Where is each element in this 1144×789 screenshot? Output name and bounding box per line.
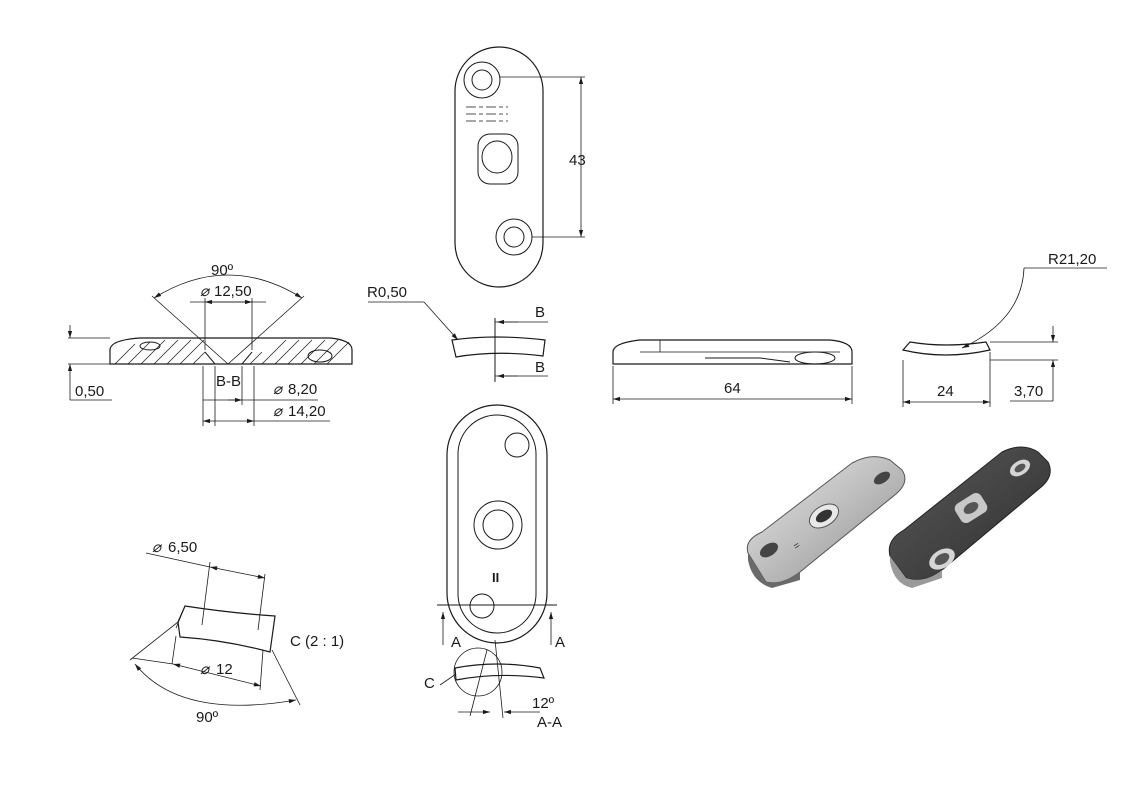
dia-symbol-1: ⌀: [200, 283, 211, 300]
detail-callout-c: C: [424, 675, 435, 692]
dim-bottom-angle: 12º: [532, 695, 555, 712]
engrave-mark: II: [492, 570, 499, 585]
detail-label: C (2 : 1): [290, 633, 344, 650]
dim-side-radius: R21,20: [1048, 251, 1096, 268]
section-bb-view: 90º ⌀ 12,50 0,50 B-B ⌀ 8,20 ⌀ 14,20: [67, 262, 353, 426]
dim-section-dia-small: 8,20: [288, 381, 317, 398]
section-label-aa: A-A: [537, 714, 562, 731]
cut-label-b1: B: [535, 304, 545, 321]
isometric-render-light: =: [746, 456, 906, 588]
dim-section-thickness: 0,50: [75, 383, 104, 400]
dim-detail-dia-bottom: 12: [216, 661, 233, 678]
isometric-render-dark: [888, 446, 1051, 588]
cut-label-a1: A: [451, 634, 461, 651]
dim-edge-radius: R0,50: [367, 284, 407, 301]
cut-label-a2: A: [555, 634, 565, 651]
svg-text:=: =: [792, 540, 803, 553]
section-hatching: [114, 339, 350, 365]
dim-section-angle: 90º: [211, 262, 234, 279]
section-label-bb: B-B: [216, 373, 241, 390]
side-view: R21,20 24 3,70: [901, 251, 1107, 407]
dim-side-width: 24: [937, 383, 954, 400]
front-view: 64: [612, 339, 853, 404]
dia-symbol-3: ⌀: [273, 403, 284, 420]
dim-side-height: 3,70: [1014, 383, 1043, 400]
dia-symbol-5: ⌀: [200, 661, 211, 678]
cut-label-b2: B: [535, 359, 545, 376]
dia-symbol-2: ⌀: [273, 381, 284, 398]
dim-top-height: 43: [569, 152, 586, 169]
edge-section-view: R0,50 B B: [367, 284, 548, 382]
dim-detail-dia-top: 6,50: [168, 539, 197, 556]
dim-front-length: 64: [724, 380, 741, 397]
dim-section-dia-large: 14,20: [288, 403, 326, 420]
top-view: 43: [454, 46, 586, 288]
bottom-view: II A A C 12º A-A: [424, 404, 565, 731]
detail-c-view: ⌀ 6,50 C (2 : 1) ⌀ 12 90º: [129, 539, 344, 726]
dim-section-dia-top: 12,50: [214, 283, 252, 300]
dia-symbol-4: ⌀: [152, 539, 163, 556]
dim-detail-angle: 90º: [196, 709, 219, 726]
